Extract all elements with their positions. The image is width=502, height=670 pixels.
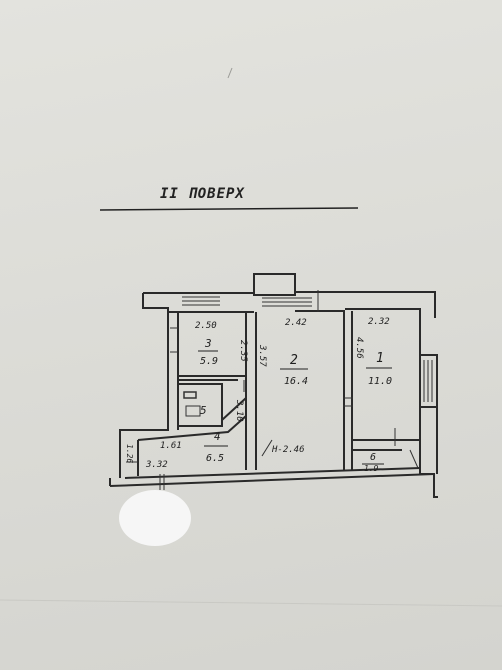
room-3-area: 5.9 xyxy=(200,356,218,367)
paper-mark xyxy=(227,67,233,79)
room-3-width: 2.50 xyxy=(195,321,217,331)
title-underline xyxy=(99,207,359,211)
room-2-length: 3.57 xyxy=(257,344,267,367)
room-3-length: 2.35 xyxy=(238,340,248,362)
room-4-width: 1.61 xyxy=(160,441,182,451)
room-6-number: 6 xyxy=(370,452,376,463)
room-1-number: 1 xyxy=(376,351,384,366)
right-window xyxy=(423,360,433,402)
room-6-area: 1.9 xyxy=(364,464,379,473)
room-2-number: 2 xyxy=(290,353,298,368)
room-labels: 2.50 3 5.9 2.35 2.42 2 16.4 3.57 H-2.46 … xyxy=(125,317,392,473)
room-5-number: 5 xyxy=(200,404,207,417)
room-3-number: 3 xyxy=(204,337,212,350)
room-1-width: 2.32 xyxy=(368,317,390,327)
inner-walls xyxy=(137,311,420,476)
paper-fold-line xyxy=(0,599,502,607)
top-window xyxy=(182,290,319,312)
room-1-area: 11.0 xyxy=(368,376,392,387)
room-2-width: 2.42 xyxy=(285,318,307,328)
door-marks xyxy=(126,327,419,490)
room-2-height: H-2.46 xyxy=(271,445,305,455)
floor-title: ІІ ПОВЕРХ xyxy=(160,186,245,202)
room-4-length: 3.32 xyxy=(145,460,168,470)
room-1-length: 4.56 xyxy=(354,337,364,359)
outer-walls xyxy=(109,273,438,498)
room-4-area: 6.5 xyxy=(206,453,224,464)
room-4-number: 4 xyxy=(214,430,221,443)
room-2-area: 16.4 xyxy=(284,376,308,387)
redaction-blob xyxy=(119,490,191,546)
room-4-side: 1.26 xyxy=(125,444,134,463)
room-5-extra: 3.10 xyxy=(234,399,244,422)
